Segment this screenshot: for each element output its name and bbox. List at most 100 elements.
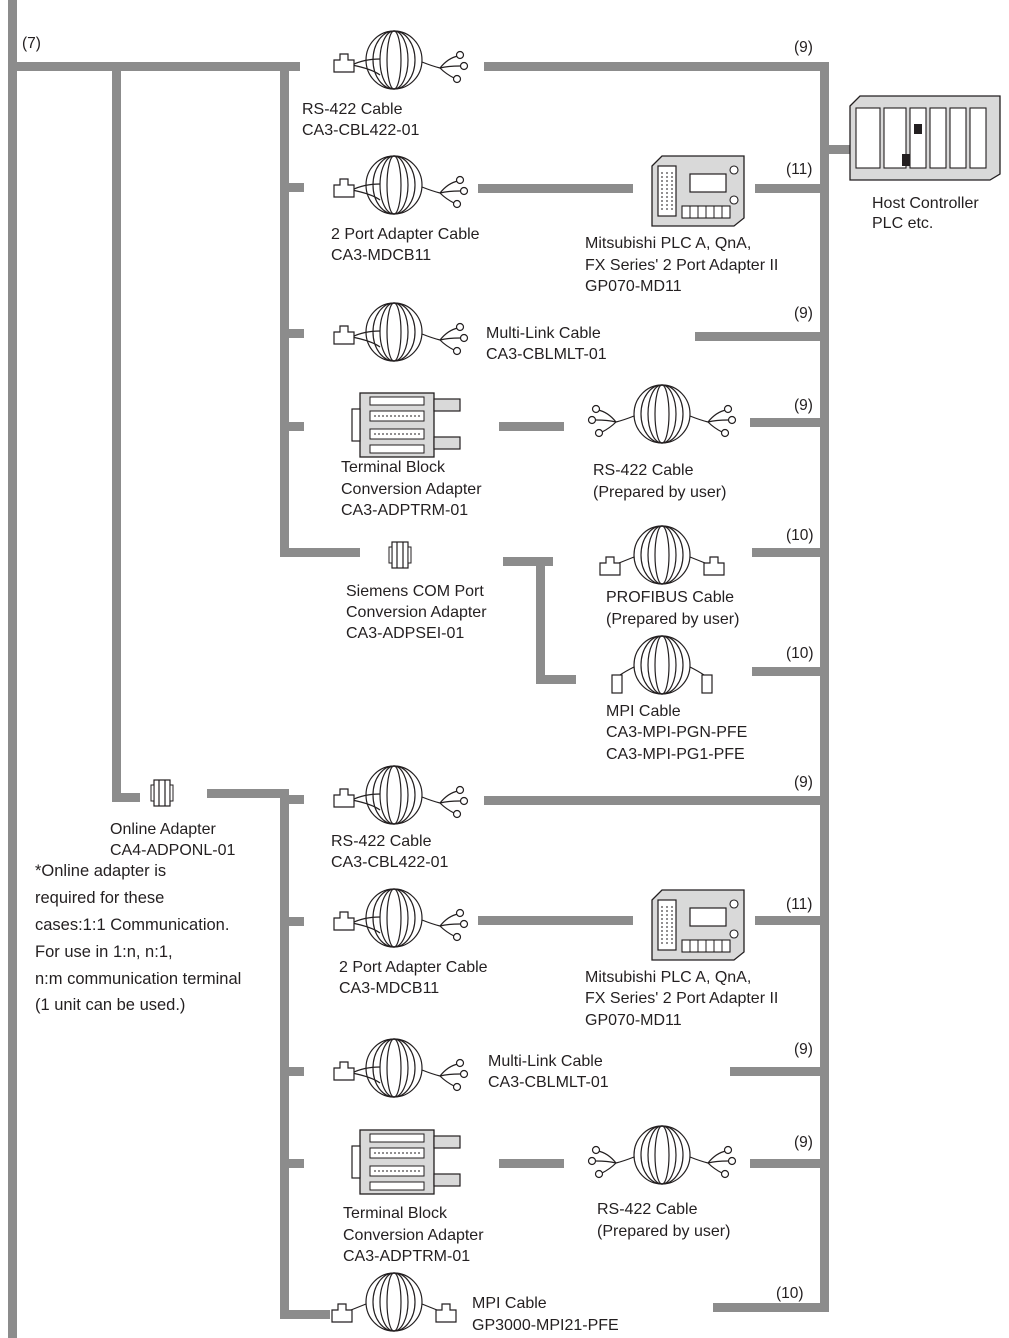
mitsubishi-adapter-icon xyxy=(651,889,745,961)
tag-9-upper-multilink: (9) xyxy=(794,305,813,322)
port-adapter-cable-icon xyxy=(334,889,468,947)
lower-rs422user-name: RS-422 Cable xyxy=(597,1201,698,1218)
lower-terminal-line3: CA3-ADPTRM-01 xyxy=(343,1248,470,1265)
lower-stub-3 xyxy=(280,1067,304,1076)
tag-9-lower-multilink: (9) xyxy=(794,1041,813,1058)
plc-rack-icon xyxy=(849,95,1001,181)
tag-10-mpi-upper: (10) xyxy=(786,645,814,662)
lower-stub-2 xyxy=(280,917,304,926)
mpi-cable-icon xyxy=(612,636,712,694)
upper-port2-code: CA3-MDCB11 xyxy=(331,247,431,264)
link-l4-right xyxy=(750,1159,829,1168)
host-label-line1: Host Controller xyxy=(872,195,979,212)
online-note-line: cases:1:1 Communication. xyxy=(35,916,229,934)
multilink-cable-icon xyxy=(334,1039,468,1097)
host-link xyxy=(820,145,850,154)
upper-mpi-code1: CA3-MPI-PGN-PFE xyxy=(606,724,747,741)
top-bus xyxy=(8,62,300,71)
link-l5-right xyxy=(713,1303,829,1312)
upper-mitsu-line1: Mitsubishi PLC A, QnA, xyxy=(585,235,751,252)
upper-bus xyxy=(280,62,289,557)
upper-rs422-code: CA3-CBL422-01 xyxy=(302,122,420,139)
tag-10-mpi-lower: (10) xyxy=(776,1285,804,1302)
upper-stub-3 xyxy=(280,329,304,338)
rs422-user-cable-icon xyxy=(589,1126,736,1184)
main-spine xyxy=(8,0,17,1338)
online-out-line xyxy=(207,789,289,798)
lower-mpi-name: MPI Cable xyxy=(472,1295,547,1312)
upper-rs422user-name: RS-422 Cable xyxy=(593,462,694,479)
upper-mitsu-line3: GP070-MD11 xyxy=(585,278,682,295)
upper-mpi-code2: CA3-MPI-PG1-PFE xyxy=(606,746,745,763)
upper-siemens-line3: CA3-ADPSEI-01 xyxy=(346,625,464,642)
link-l1 xyxy=(484,796,829,805)
link-u1 xyxy=(484,62,829,71)
tag-10-profibus: (10) xyxy=(786,527,814,544)
lower-mitsu-line1: Mitsubishi PLC A, QnA, xyxy=(585,969,751,986)
upper-rs422-name: RS-422 Cable xyxy=(302,101,403,118)
profibus-cable-icon xyxy=(600,526,724,584)
link-u3 xyxy=(695,332,829,341)
link-u2-right xyxy=(755,184,829,193)
upper-profibus-note: (Prepared by user) xyxy=(606,611,739,628)
link-l3 xyxy=(730,1067,829,1076)
siemens-adapter-icon xyxy=(388,541,412,569)
upper-profibus-name: PROFIBUS Cable xyxy=(606,589,734,606)
lower-mitsu-line3: GP070-MD11 xyxy=(585,1012,682,1029)
lower-port2-name: 2 Port Adapter Cable xyxy=(339,959,488,976)
tag-9-lower-rs422: (9) xyxy=(794,774,813,791)
lower-rs422-code: CA3-CBL422-01 xyxy=(331,854,449,871)
upper-multilink-name: Multi-Link Cable xyxy=(486,325,601,342)
lower-stub-1 xyxy=(280,795,304,804)
rs422-cable-icon xyxy=(334,31,468,89)
upper-siemens-line1: Siemens COM Port xyxy=(346,583,484,600)
link-u2-left xyxy=(478,184,633,193)
siemens-fork-bottom xyxy=(536,675,576,684)
lower-terminal-line2: Conversion Adapter xyxy=(343,1227,484,1244)
lower-terminal-line1: Terminal Block xyxy=(343,1205,448,1222)
upper-terminal-line2: Conversion Adapter xyxy=(341,481,482,498)
online-note-line: *Online adapter is xyxy=(35,862,166,880)
upper-stub-5 xyxy=(280,548,360,557)
rs422-user-cable-icon xyxy=(589,385,736,443)
link-u4-right xyxy=(750,418,829,427)
terminal-block-icon xyxy=(351,1129,461,1195)
upper-port2-name: 2 Port Adapter Cable xyxy=(331,226,480,243)
online-note-line: (1 unit can be used.) xyxy=(35,996,185,1014)
upper-rs422user-note: (Prepared by user) xyxy=(593,484,726,501)
lower-rs422user-note: (Prepared by user) xyxy=(597,1223,730,1240)
link-u5-right xyxy=(752,548,829,557)
tag-7: (7) xyxy=(22,35,41,52)
rs422-cable-icon xyxy=(334,766,468,824)
siemens-fork-top xyxy=(503,557,553,566)
lower-rs422-name: RS-422 Cable xyxy=(331,833,432,850)
upper-mitsu-line2: FX Series' 2 Port Adapter II xyxy=(585,257,778,274)
upper-multilink-code: CA3-CBLMLT-01 xyxy=(486,346,607,363)
upper-terminal-line3: CA3-ADPTRM-01 xyxy=(341,502,468,519)
siemens-fork-vertical xyxy=(536,557,545,684)
lower-multilink-code: CA3-CBLMLT-01 xyxy=(488,1074,609,1091)
terminal-block-icon xyxy=(351,392,461,458)
tag-9-upper-terminal: (9) xyxy=(794,397,813,414)
link-l2-right xyxy=(755,916,829,925)
upper-stub-1 xyxy=(280,62,300,71)
lower-port2-code: CA3-MDCB11 xyxy=(339,980,439,997)
wiring xyxy=(8,0,850,1338)
online-adapter-name: Online Adapter xyxy=(110,821,217,838)
mitsubishi-adapter-icon xyxy=(651,155,745,227)
lower-mpi-code: GP3000-MPI21-PFE xyxy=(472,1317,619,1334)
port-adapter-cable-icon xyxy=(334,156,468,214)
tag-11-upper: (11) xyxy=(786,161,812,178)
mpi-cable-icon xyxy=(332,1273,456,1331)
online-branch-line xyxy=(112,62,121,802)
online-adapter-code: CA4-ADPONL-01 xyxy=(110,842,235,859)
link-u6-right xyxy=(752,667,829,676)
lower-mitsu-line2: FX Series' 2 Port Adapter II xyxy=(585,990,778,1007)
multilink-cable-icon xyxy=(334,303,468,361)
upper-stub-4 xyxy=(280,422,304,431)
tag-9-upper-rs422: (9) xyxy=(794,39,813,56)
online-adapter-icon xyxy=(150,779,174,807)
online-adapter-note: *Online adapter is required for these ca… xyxy=(35,862,241,1014)
online-note-line: For use in 1:n, n:1, xyxy=(35,943,173,961)
lower-bus xyxy=(280,789,289,1319)
